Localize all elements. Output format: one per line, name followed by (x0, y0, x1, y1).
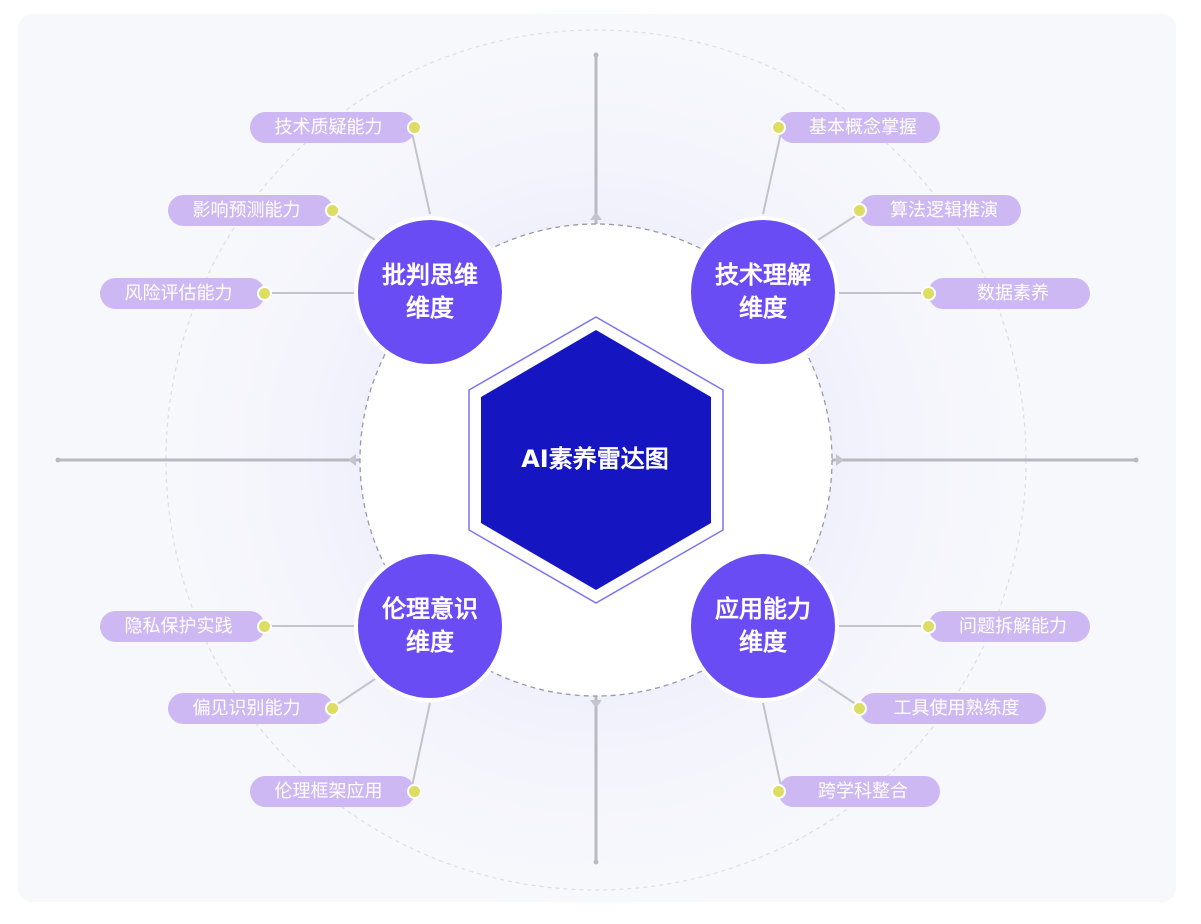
connector-dot (257, 286, 272, 301)
connector-dot (257, 619, 272, 634)
connector-dot (771, 784, 786, 799)
connector-dot (852, 203, 867, 218)
axis-marker (348, 454, 356, 466)
connector-dot (325, 701, 340, 716)
item-pill[interactable]: 隐私保护实践 (100, 611, 272, 642)
center-title: AI素养雷达图 (521, 445, 669, 473)
item-pill[interactable]: 工具使用熟练度 (852, 693, 1046, 724)
item-pill[interactable]: 算法逻辑推演 (852, 195, 1021, 226)
hub-tech-understanding[interactable] (687, 216, 839, 368)
item-label: 问题拆解能力 (959, 616, 1067, 637)
connector-dot (771, 120, 786, 135)
connector-dot (852, 701, 867, 716)
item-pill[interactable]: 基本概念掌握 (771, 112, 940, 143)
axis-marker (836, 454, 844, 466)
hub-ethics-awareness[interactable] (354, 550, 506, 702)
hub-label-ethics: 伦理意识 维度 (382, 595, 478, 656)
item-label: 工具使用熟练度 (893, 698, 1020, 719)
item-pill[interactable]: 技术质疑能力 (250, 112, 422, 143)
item-pill[interactable]: 数据素养 (921, 278, 1090, 309)
connector-dot (407, 784, 422, 799)
item-label: 技术质疑能力 (274, 117, 383, 138)
connector-dot (921, 619, 936, 634)
item-label: 风险评估能力 (124, 283, 233, 304)
item-label: 基本概念掌握 (809, 117, 917, 138)
axis-end (593, 859, 599, 865)
axis-marker (590, 700, 602, 708)
center-hexagon (481, 330, 711, 590)
hub-critical-thinking[interactable] (354, 216, 506, 368)
item-label: 隐私保护实践 (124, 616, 233, 637)
item-label: 影响预测能力 (192, 200, 301, 221)
item-pill[interactable]: 风险评估能力 (100, 278, 272, 309)
item-pill[interactable]: 偏见识别能力 (168, 693, 340, 724)
item-label: 偏见识别能力 (192, 698, 301, 719)
axis-end (1133, 457, 1139, 463)
connector-dot (921, 286, 936, 301)
item-label: 跨学科整合 (818, 781, 908, 802)
item-pill[interactable]: 跨学科整合 (771, 776, 940, 807)
hub-label-application: 应用能力 维度 (715, 595, 811, 656)
item-pill[interactable]: 伦理框架应用 (250, 776, 422, 807)
item-label: 数据素养 (977, 283, 1049, 304)
axis-end (55, 457, 61, 463)
connector-dot (407, 120, 422, 135)
item-label: 伦理框架应用 (274, 781, 383, 802)
axis-marker (590, 212, 602, 220)
connector-dot (325, 203, 340, 218)
hub-label-tech: 技术理解 维度 (715, 261, 811, 322)
item-pill[interactable]: 影响预测能力 (168, 195, 340, 226)
hub-label-critical: 批判思维 维度 (382, 261, 478, 322)
hub-application-ability[interactable] (687, 550, 839, 702)
axis-end (593, 52, 599, 58)
item-pill[interactable]: 问题拆解能力 (921, 611, 1090, 642)
item-label: 算法逻辑推演 (890, 200, 998, 221)
